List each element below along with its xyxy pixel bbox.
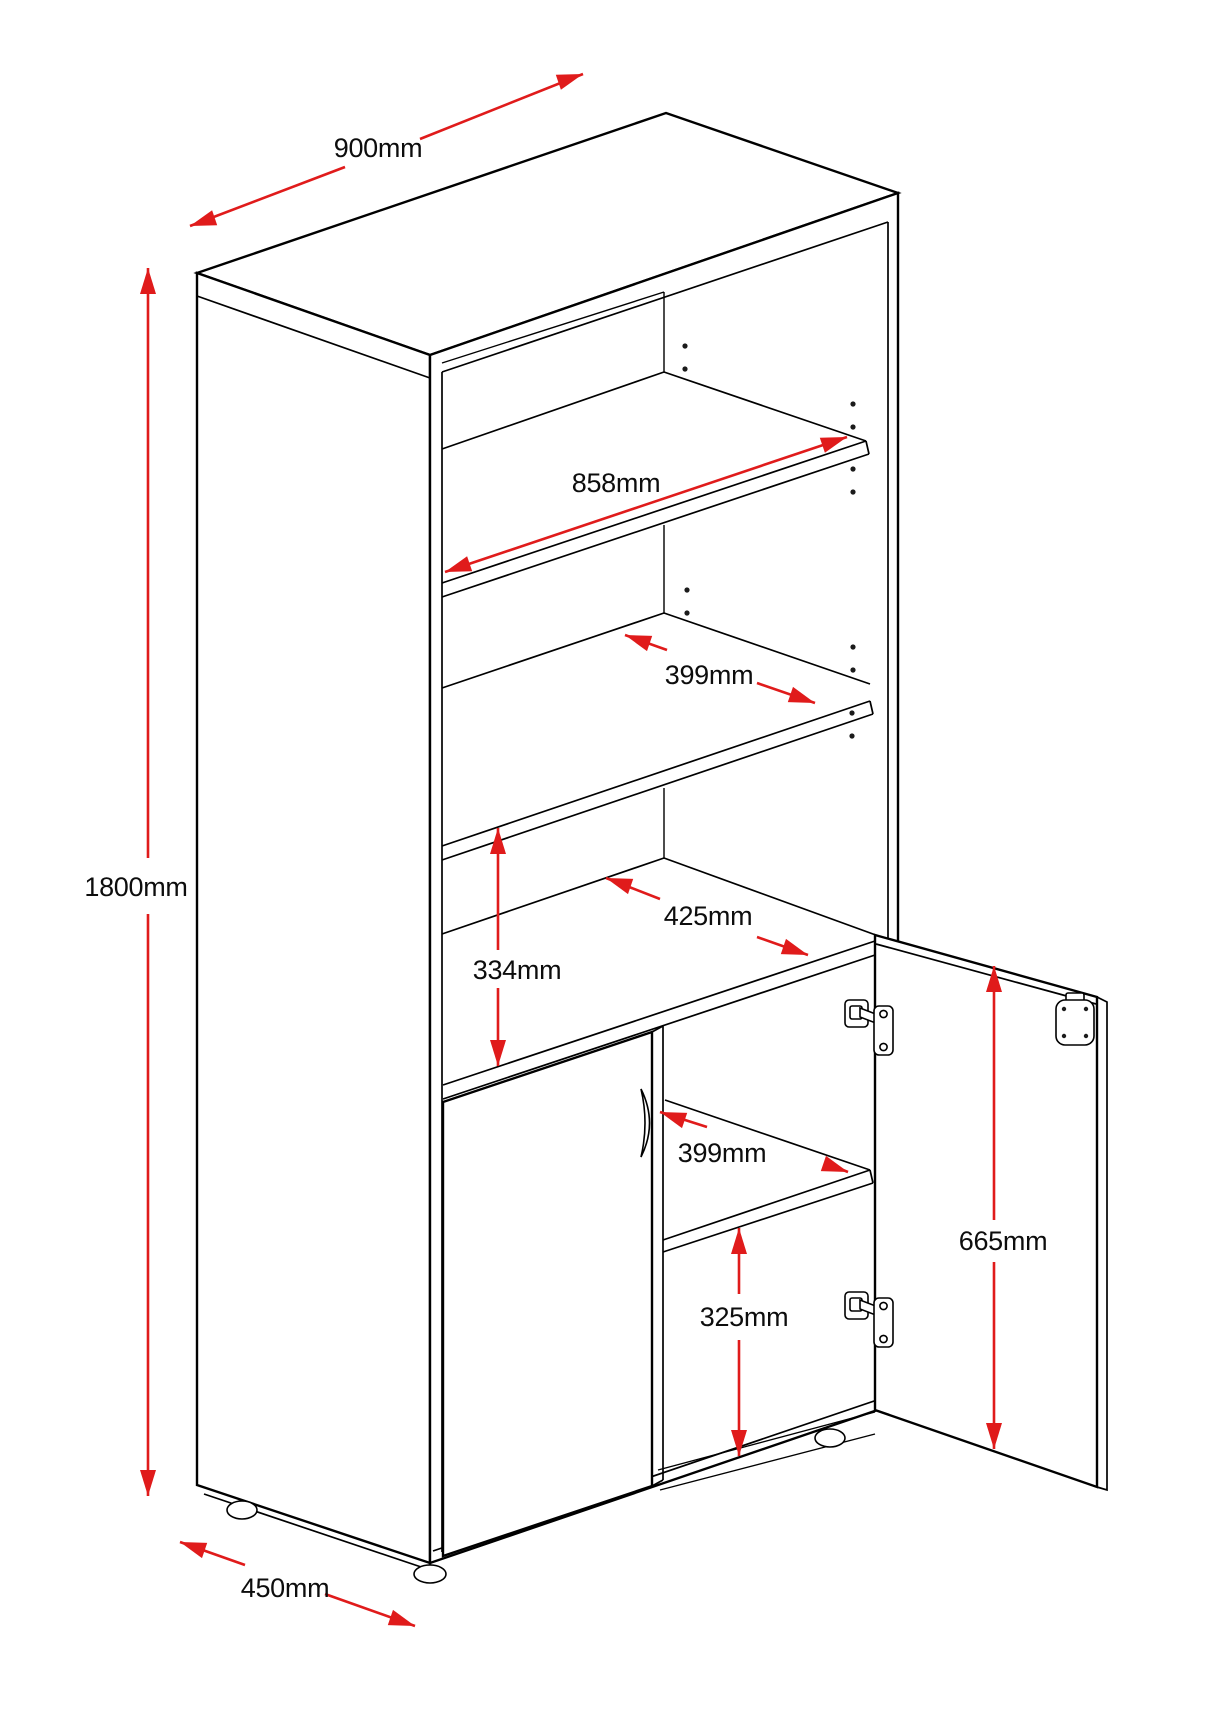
dimension-shelf-width: 858mm xyxy=(444,435,848,574)
dimension-middle-shelf-depth: 425mm xyxy=(605,876,809,957)
open-door-edge-band xyxy=(1096,996,1108,1492)
ceiling-back-edge xyxy=(441,291,665,364)
dim-label-425: 425mm xyxy=(664,901,753,931)
pin-hole xyxy=(850,401,856,407)
dimension-overall-depth: 450mm xyxy=(179,1540,416,1628)
cupboard-shelf-right-edge xyxy=(664,1099,871,1171)
pin-hole xyxy=(850,667,856,673)
foot-left xyxy=(226,1500,258,1520)
pin-hole xyxy=(684,610,690,616)
cabinet-floor-edge xyxy=(657,1411,876,1471)
shelf1-back-edge xyxy=(441,371,665,450)
dimension-overall-width: 900mm xyxy=(189,72,584,228)
closed-door-bottom-wedge xyxy=(651,1479,664,1487)
shelf2-front-band xyxy=(441,713,874,861)
dimensions: 900mm 1800mm 858mm 399mm 33 xyxy=(84,72,1048,1628)
shelf3-back-edge xyxy=(441,857,665,935)
door-handle-icon xyxy=(640,1088,651,1158)
closed-door-top-wedge xyxy=(651,1025,664,1033)
front-top-band xyxy=(441,221,889,373)
cupboard-shelf xyxy=(657,1099,876,1491)
pin-hole xyxy=(850,424,856,430)
pin-hole xyxy=(850,489,856,495)
cupboard-shelf-front-band xyxy=(662,1182,874,1253)
dim-label-450: 450mm xyxy=(241,1573,330,1603)
dim-label-334: 334mm xyxy=(473,955,562,985)
shelf1-corner-wedge xyxy=(865,440,870,455)
pin-hole xyxy=(682,343,688,349)
shelf-1 xyxy=(441,371,870,598)
open-door-top-band xyxy=(875,943,1097,1005)
cupboard-shelf-corner-wedge xyxy=(869,1169,874,1184)
pin-hole xyxy=(849,710,855,716)
dimension-door-height: 665mm xyxy=(959,966,1048,1449)
hinge-bottom-icon xyxy=(844,1291,894,1348)
shelf2-back-edge xyxy=(441,612,665,689)
shelf3-front-edge xyxy=(442,937,885,1086)
dimension-shelf-spacing: 334mm xyxy=(473,828,562,1066)
left-face xyxy=(195,271,432,1565)
dim-label-665: 665mm xyxy=(959,1226,1048,1256)
shelf-2 xyxy=(441,612,874,861)
shelf3-right-edge xyxy=(663,857,885,939)
shelf1-front-edge xyxy=(441,440,867,584)
foot-right xyxy=(814,1428,846,1448)
cabinet-drawing xyxy=(193,111,1108,1584)
open-door xyxy=(844,933,1108,1492)
hinge-top-icon xyxy=(844,999,894,1056)
foot-front xyxy=(413,1564,447,1584)
dimension-cupboard-spacing: 325mm xyxy=(700,1228,789,1456)
shelf2-front-edge xyxy=(441,700,871,847)
cupboard-shelf-front-edge xyxy=(662,1169,871,1241)
pin-hole xyxy=(682,366,688,372)
shelf-3 xyxy=(441,857,888,1100)
shelf1-right-edge xyxy=(663,371,867,442)
dim-label-858: 858mm xyxy=(572,468,661,498)
pin-hole xyxy=(849,733,855,739)
shelf2-right-edge xyxy=(663,612,871,685)
dimension-cupboard-shelf-depth: 399mm xyxy=(659,1110,849,1174)
interior-back-panel xyxy=(441,291,665,858)
shelf-pin-holes xyxy=(682,343,856,739)
dim-label-900: 900mm xyxy=(334,133,423,163)
shelf2-corner-wedge xyxy=(869,700,874,715)
pin-hole xyxy=(850,644,856,650)
lock-plate-icon xyxy=(1055,992,1095,1046)
left-side-panel xyxy=(195,271,437,1573)
feet xyxy=(226,1428,846,1584)
dim-label-325: 325mm xyxy=(700,1302,789,1332)
dimension-upper-shelf-depth: 399mm xyxy=(624,633,816,705)
closed-door xyxy=(441,1025,664,1558)
left-top-band xyxy=(196,295,431,379)
pin-hole xyxy=(850,466,856,472)
pin-hole xyxy=(684,587,690,593)
shelf1-front-band xyxy=(441,453,870,598)
dim-label-399-lower: 399mm xyxy=(678,1138,767,1168)
shelf3-front-band xyxy=(442,950,888,1100)
closed-door-panel xyxy=(441,1030,654,1558)
dim-label-399-upper: 399mm xyxy=(665,660,754,690)
dimension-overall-height: 1800mm xyxy=(84,268,188,1496)
dim-label-1800: 1800mm xyxy=(84,872,187,902)
